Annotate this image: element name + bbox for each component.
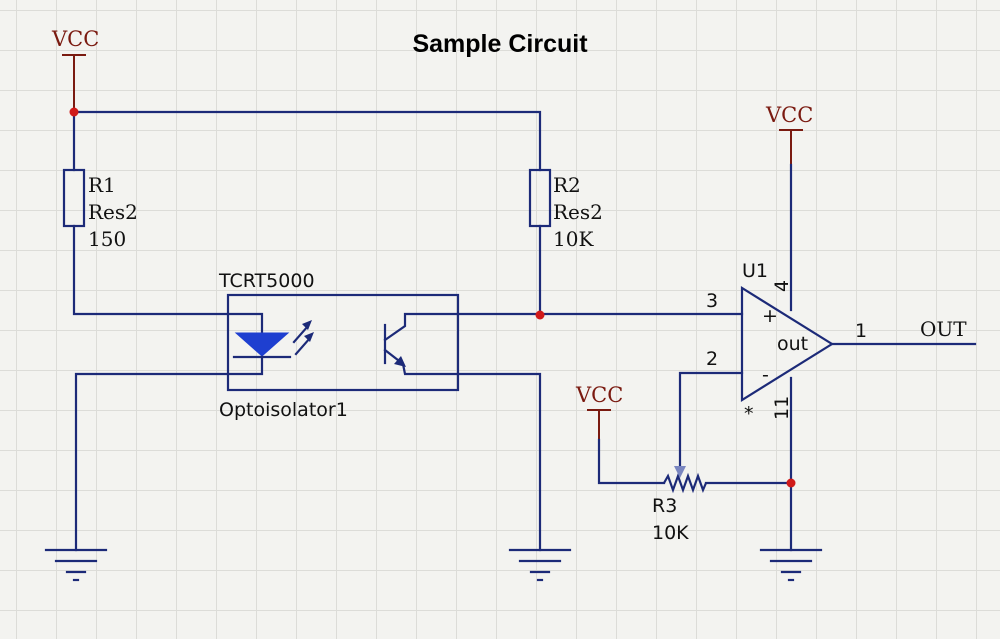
led-icon — [226, 312, 314, 376]
vcc-label-left: VCC — [51, 27, 99, 51]
r2-designator: R2 — [553, 173, 581, 197]
phototransistor-icon — [383, 312, 460, 376]
potentiometer-r3: R3 10K — [652, 466, 793, 544]
opamp-pin-gnd: 11 — [771, 396, 793, 420]
r3-designator: R3 — [652, 495, 677, 517]
ground-symbol-middle — [508, 548, 572, 582]
vcc-label-right: VCC — [765, 103, 813, 127]
diagram-title: Sample Circuit — [412, 30, 588, 58]
optoisolator-part-label: TCRT5000 — [218, 270, 315, 292]
optoisolator-tcrt5000: TCRT5000 Optoisolator1 — [218, 270, 460, 421]
opamp-minus-sign: - — [762, 364, 769, 386]
opamp-out-text: out — [777, 333, 808, 355]
vcc-symbol-right: VCC — [765, 103, 813, 165]
inverting-input-wire — [678, 371, 744, 472]
ground-symbol-right — [759, 548, 823, 582]
vcc-label-pot: VCC — [575, 383, 623, 407]
junction-dot-r2-sense — [535, 310, 545, 320]
opamp-pin-out: 1 — [855, 320, 867, 342]
junction-dot-top-left — [69, 107, 79, 117]
opamp-pin-plus: 3 — [706, 290, 718, 312]
r2-value: 10K — [553, 227, 594, 251]
junction-dot-ground-r3 — [786, 478, 796, 488]
r1-type: Res2 — [88, 200, 138, 224]
output-label: OUT — [920, 317, 967, 341]
r1-value: 150 — [88, 227, 126, 251]
opamp-pin-minus: 2 — [706, 348, 718, 370]
vcc-symbol-left: VCC — [51, 27, 99, 112]
opamp-plus-sign: + — [762, 305, 778, 327]
resistor-r1: R1 Res2 150 — [62, 110, 230, 316]
r3-value: 10K — [652, 522, 689, 544]
opamp-u1: U1 + - out 3 2 1 4 11 * — [706, 260, 867, 425]
ground-symbol-left — [44, 548, 108, 582]
r1-designator: R1 — [88, 173, 116, 197]
pot-vcc-wire — [597, 438, 666, 485]
r2-type: Res2 — [553, 200, 603, 224]
emitter-ground-wire — [456, 372, 542, 552]
opamp-designator: U1 — [742, 260, 768, 282]
optoisolator-designator: Optoisolator1 — [219, 399, 348, 421]
opamp-pin-vcc: 4 — [771, 280, 793, 292]
led-cathode-ground-wire — [74, 372, 230, 552]
opamp-mark: * — [744, 403, 754, 425]
vcc-symbol-pot: VCC — [575, 383, 623, 440]
resistor-r2: R2 Res2 10K — [528, 168, 603, 317]
top-rail-wire — [72, 110, 542, 172]
